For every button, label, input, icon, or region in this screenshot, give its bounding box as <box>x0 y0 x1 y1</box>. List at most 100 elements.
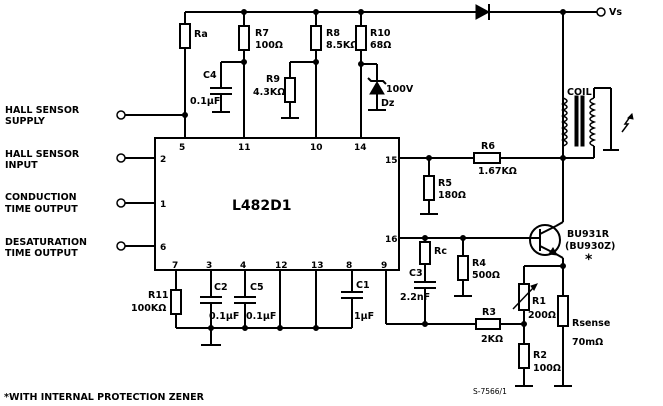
r9-name: R9 <box>266 74 280 85</box>
conduction-terminal <box>116 198 126 208</box>
transistor-alt: (BU930Z) <box>565 241 615 252</box>
resistor-r8 <box>310 12 322 138</box>
r5-name: R5 <box>438 178 452 189</box>
footnote: *WITH INTERNAL PROTECTION ZENER <box>4 392 205 403</box>
pin-5: 5 <box>179 143 185 153</box>
pin-13: 13 <box>311 261 324 271</box>
pin-1: 1 <box>160 200 166 210</box>
resistor-ra <box>179 12 191 138</box>
r3-name: R3 <box>482 307 496 318</box>
rc-label: Rc <box>434 246 447 257</box>
c2-name: C2 <box>214 282 228 293</box>
r4-name: R4 <box>472 258 486 269</box>
pin-8: 8 <box>346 261 352 271</box>
r1-value: 200Ω <box>528 310 556 321</box>
hall-input-label-2: INPUT <box>5 160 38 171</box>
ignition-coil <box>560 87 619 159</box>
dz-value: 100V <box>386 84 414 95</box>
r6-value: 1.67KΩ <box>478 166 517 177</box>
r1-name: R1 <box>532 296 546 307</box>
vs-label: Vs <box>609 7 622 18</box>
desat-label-2: TIME OUTPUT <box>5 248 78 259</box>
c1-name: C1 <box>356 280 370 291</box>
resistor-r7 <box>238 12 250 138</box>
r11-value: 100KΩ <box>131 303 166 314</box>
ic-body <box>154 137 400 271</box>
drawing-code: S-7566/1 <box>473 387 507 396</box>
zener-dz <box>361 63 387 111</box>
pin-15: 15 <box>385 156 398 166</box>
r6-name: R6 <box>481 141 495 152</box>
pin-9: 9 <box>381 261 387 271</box>
c5-value: 0.1μF <box>246 311 276 322</box>
r2-name: R2 <box>533 350 547 361</box>
r3-value: 2KΩ <box>481 334 503 345</box>
hall-supply-terminal <box>116 110 126 120</box>
resistor-r5 <box>420 158 438 215</box>
r9-value: 4.3KΩ <box>253 87 285 98</box>
pin-11: 11 <box>238 143 251 153</box>
resistor-r4 <box>454 238 472 297</box>
pin-4: 4 <box>240 261 246 271</box>
resistor-rc <box>419 238 431 282</box>
pin-6: 6 <box>160 243 166 253</box>
r10-name: R10 <box>370 28 391 39</box>
r2-value: 100Ω <box>533 363 561 374</box>
transistor-bu931r <box>529 158 564 296</box>
resistor-r11 <box>170 270 182 328</box>
resistor-r6 <box>399 152 566 164</box>
pin9-wire <box>385 270 425 325</box>
rsense-value: 70mΩ <box>572 337 603 348</box>
hall-supply-label-2: SUPPLY <box>5 116 45 127</box>
resistor-r9 <box>281 61 316 119</box>
desat-label-1: DESATURATION <box>5 237 87 248</box>
supply-rail <box>185 11 597 96</box>
c3-value: 2.2nF <box>400 292 430 303</box>
coil-label: COIL <box>567 87 592 98</box>
base-drive <box>399 235 540 241</box>
ground-bus <box>176 270 352 346</box>
vs-terminal <box>596 7 606 17</box>
resistor-r2 <box>515 324 533 387</box>
r11-name: R11 <box>148 290 169 301</box>
ra-label: Ra <box>194 29 208 40</box>
transistor-mark: * <box>585 252 593 268</box>
r8-value: 8.5KΩ <box>326 40 358 51</box>
pin-14: 14 <box>354 143 367 153</box>
hall-input-label-1: HALL SENSOR <box>5 149 80 160</box>
rsense-name: Rsense <box>572 318 610 329</box>
r4-value: 500Ω <box>472 270 500 281</box>
pin-7: 7 <box>172 261 178 271</box>
pin-16: 16 <box>385 235 398 245</box>
r5-value: 180Ω <box>438 190 466 201</box>
resistor-r3 <box>425 318 524 330</box>
capacitor-c4 <box>210 61 244 113</box>
transistor-name: BU931R <box>567 229 610 240</box>
r7-value: 100Ω <box>255 40 283 51</box>
pin-3: 3 <box>206 261 212 271</box>
hall-supply-label-1: HALL SENSOR <box>5 105 80 116</box>
r10-value: 68Ω <box>370 40 391 51</box>
pin-10: 10 <box>310 143 323 153</box>
resistor-rsense <box>554 295 572 387</box>
r8-name: R8 <box>326 28 340 39</box>
r7-name: R7 <box>255 28 269 39</box>
resistor-r10 <box>355 12 367 138</box>
spark-gap-icon <box>621 112 634 133</box>
resistor-r1 <box>512 263 566 327</box>
c3-name: C3 <box>409 268 423 279</box>
conduction-label-1: CONDUCTION <box>5 192 77 203</box>
capacitor-c3 <box>414 281 436 327</box>
capacitor-c1 <box>341 270 363 328</box>
c4-value: 0.1μF <box>190 96 220 107</box>
pin-2: 2 <box>160 155 166 165</box>
c4-name: C4 <box>203 70 217 81</box>
conduction-label-2: TIME OUTPUT <box>5 204 78 215</box>
c2-value: 0.1μF <box>209 311 239 322</box>
dz-name: Dz <box>381 98 395 109</box>
ic-name: L482D1 <box>232 198 292 214</box>
pin-12: 12 <box>275 261 288 271</box>
supply-diode <box>470 4 495 20</box>
hall-input-terminal <box>116 153 126 163</box>
